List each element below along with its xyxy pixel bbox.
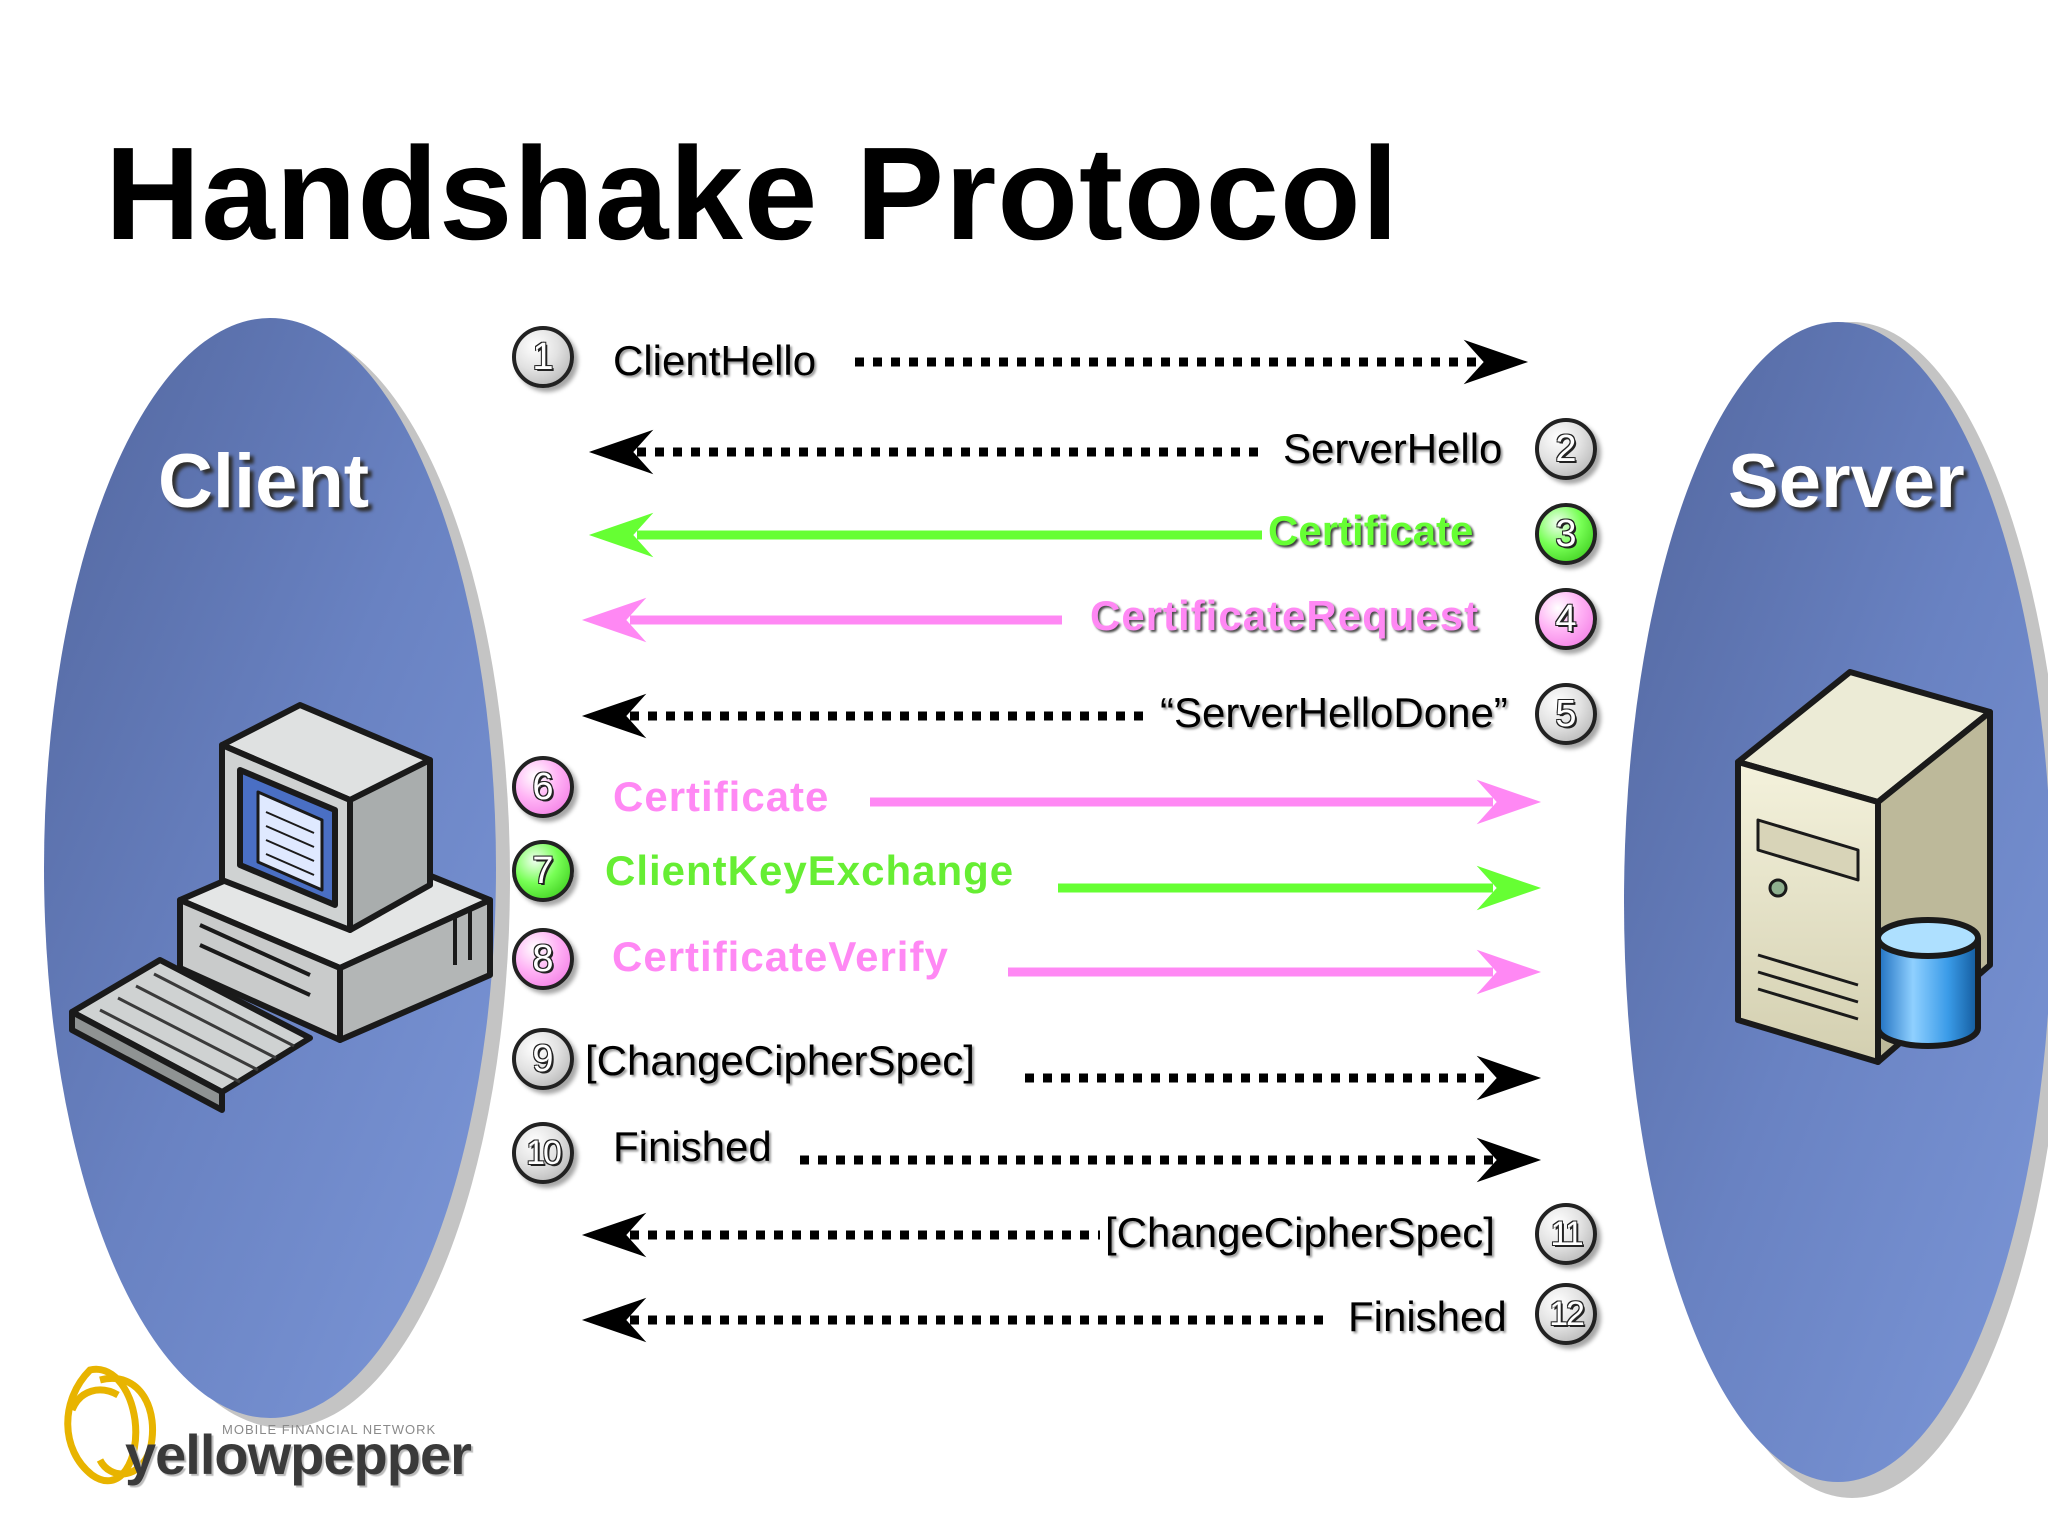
step-badge-5: 5: [1535, 683, 1597, 745]
message-label-6: Certificate: [613, 773, 830, 820]
arrowhead: [1476, 949, 1542, 995]
step-badge-6: 6: [512, 756, 574, 818]
arrowhead: [1463, 339, 1529, 385]
message-arrows: [581, 339, 1542, 1343]
message-arrow-3: [588, 512, 1262, 558]
message-arrow-8: [1008, 949, 1542, 995]
step-badge-10: 10: [512, 1122, 574, 1184]
arrowhead: [581, 693, 647, 739]
page-title: Handshake Protocol: [105, 120, 1400, 267]
message-label-2: ServerHello: [1283, 425, 1503, 472]
message-arrow-1: [855, 339, 1529, 385]
step-badge-8: 8: [512, 928, 574, 990]
desktop-computer-icon: [69, 702, 493, 1113]
step-badge-7: 7: [512, 840, 574, 902]
message-arrow-9: [1025, 1055, 1542, 1101]
message-label-5: “ServerHelloDone”: [1160, 689, 1508, 736]
message-arrow-2: [588, 429, 1262, 475]
client-label: Client: [158, 439, 370, 524]
message-arrow-6: [870, 779, 1542, 825]
message-arrow-12: [581, 1297, 1330, 1343]
yellowpepper-logo: [64, 1365, 157, 1485]
step-badge-1: 1: [512, 326, 574, 388]
logo-wordmark: yellowpepper: [125, 1423, 472, 1486]
arrowhead: [581, 1212, 647, 1258]
message-arrow-4: [581, 597, 1062, 643]
arrowhead: [588, 429, 654, 475]
message-arrow-11: [581, 1212, 1100, 1258]
message-label-12: Finished: [1348, 1293, 1507, 1340]
logo-tagline: MOBILE FINANCIAL NETWORK: [222, 1422, 437, 1437]
arrowhead: [581, 1297, 647, 1343]
server-label: Server: [1728, 439, 1965, 524]
step-badge-9: 9: [512, 1028, 574, 1090]
message-label-3: Certificate: [1268, 507, 1474, 554]
message-label-4: CertificateRequest: [1090, 592, 1480, 639]
server-with-database-icon: [1735, 669, 1993, 1065]
message-label-11: [ChangeCipherSpec]: [1105, 1209, 1495, 1256]
arrowhead: [581, 597, 647, 643]
message-label-7: ClientKeyExchange: [605, 847, 1015, 894]
message-label-10: Finished: [613, 1123, 772, 1170]
arrowhead: [1476, 865, 1542, 911]
message-label-8: CertificateVerify: [612, 933, 949, 980]
step-badge-4: 4: [1535, 588, 1597, 650]
step-badge-11: 11: [1535, 1203, 1597, 1265]
message-label-9: [ChangeCipherSpec]: [585, 1037, 975, 1084]
message-label-1: ClientHello: [613, 337, 817, 384]
message-arrow-7: [1058, 865, 1542, 911]
step-badge-3: 3: [1535, 503, 1597, 565]
message-arrow-10: [800, 1137, 1542, 1183]
arrowhead: [588, 512, 654, 558]
message-arrow-5: [581, 693, 1148, 739]
arrowhead: [1476, 1137, 1542, 1183]
step-badge-2: 2: [1535, 418, 1597, 480]
arrowhead: [1476, 1055, 1542, 1101]
arrowhead: [1476, 779, 1542, 825]
step-badge-12: 12: [1535, 1283, 1597, 1345]
